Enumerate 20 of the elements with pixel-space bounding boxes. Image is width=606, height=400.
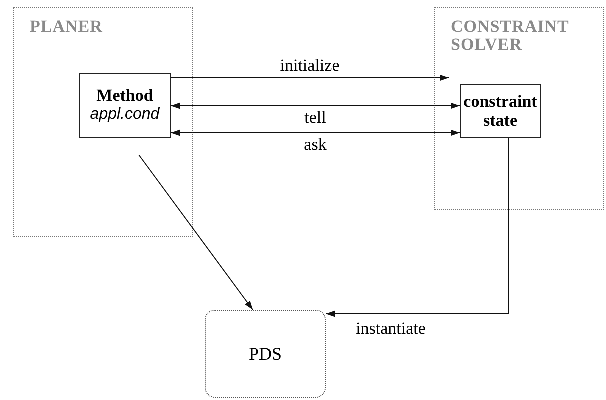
edge-label: initialize [280,57,340,75]
process-box [460,84,541,138]
arrow [326,138,509,318]
group-title: CONSTRAINT SOLVER [451,18,570,54]
edge-label: ask [304,136,327,154]
node-title: constraint state [462,92,538,130]
arrow [170,130,460,136]
process-box [79,73,171,138]
rounded-box [205,310,326,398]
node-label: PDS [248,344,282,364]
node-title: Method [96,86,154,105]
node-subtitle: appl.cond [90,105,160,125]
dotted-group-box [13,7,193,237]
dotted-group-box [434,7,604,210]
edge-label: tell [304,109,326,127]
group-title: PLANER [30,18,104,36]
edge-label: instantiate [356,320,426,338]
arrow [138,154,254,310]
arrow [170,102,460,110]
arrow [170,74,450,82]
